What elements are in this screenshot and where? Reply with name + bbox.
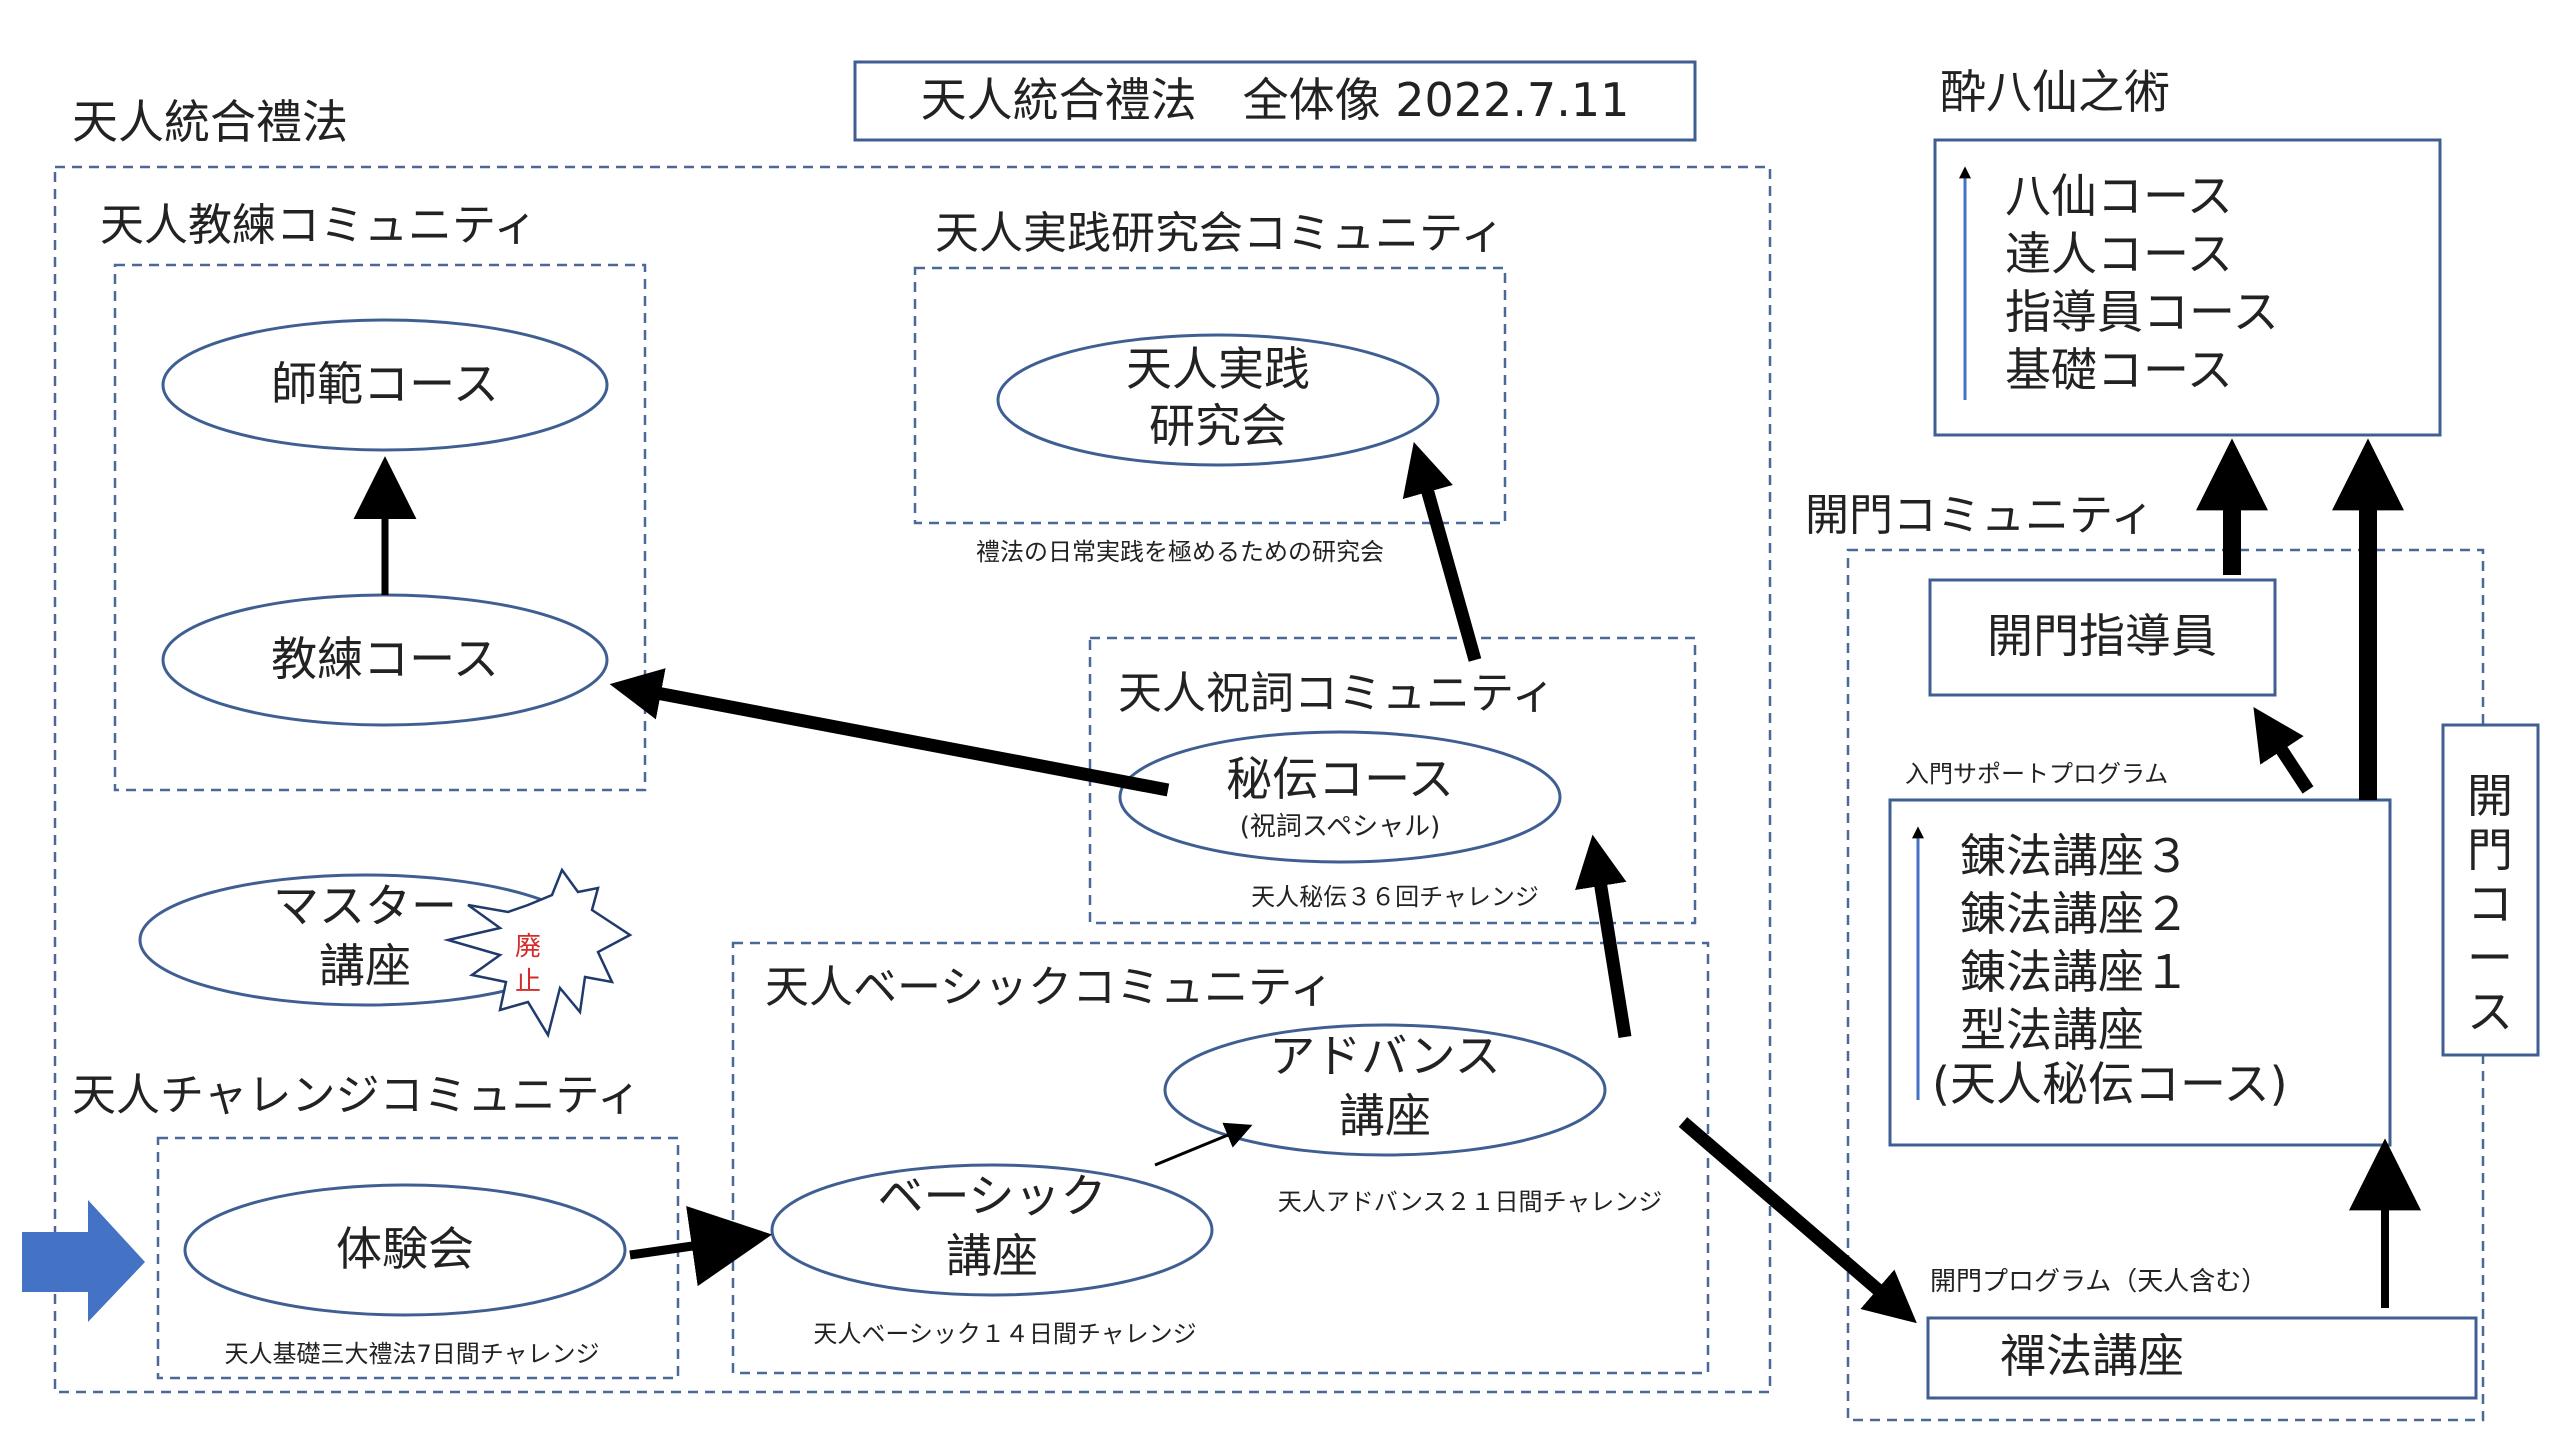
kaimon-instructor-label: 開門指導員 — [1987, 609, 2217, 663]
advance-to-zenpo-arrow — [1678, 1117, 1917, 1324]
advance-to-hiden-arrow — [1575, 834, 1632, 1039]
hiden-course-node — [1118, 730, 1562, 864]
suihassen-label: 酔八仙之術 — [1940, 65, 2170, 119]
renpo-item-3: 錬法講座１ — [1960, 945, 2190, 999]
basic-community-frame — [731, 941, 1710, 1375]
kaimon-course-side-box — [2441, 723, 2540, 1057]
jissen-community-label: 天人実践研究会コミュニティ — [935, 208, 1504, 259]
tenjin-group-frame — [53, 165, 1772, 1394]
advance-course-line2: 講座 — [1339, 1089, 1431, 1143]
renpo-box — [1888, 798, 2392, 1147]
renpo-item-1: 錬法講座３ — [1960, 829, 2190, 883]
suihassen-course-4: 基礎コース — [2005, 343, 2233, 397]
basic-community-label: 天人ベーシックコミュニティ — [765, 962, 1333, 1013]
zenpo-box — [1926, 1316, 2478, 1400]
jissen-community-frame — [913, 266, 1507, 525]
basic-caption: 天人ベーシック１４日間チャレンジ — [813, 1320, 1196, 1348]
side-char-2: 門 — [2467, 823, 2513, 877]
advance-course-node — [1163, 1023, 1607, 1157]
abolished-burst-icon — [443, 867, 633, 1039]
master-course-line2: 講座 — [319, 939, 411, 993]
renpo-item-2: 錬法講座２ — [1960, 887, 2190, 941]
kaimon-community-frame — [1846, 548, 2485, 1422]
basic-course-line2: 講座 — [946, 1229, 1038, 1283]
advance-caption: 天人アドバンス２１日間チャレンジ — [1278, 1188, 1662, 1216]
challenge-caption: 天人基礎三大禮法7日間チャレンジ — [224, 1340, 599, 1368]
hiden-course-label: 秘伝コース — [1226, 752, 1454, 806]
taikenkai-to-basic-arrow — [629, 1205, 773, 1287]
suihassen-course-3: 指導員コース — [2005, 285, 2279, 339]
renpo-to-instructor-arrow — [2253, 706, 2314, 794]
side-char-5: ス — [2467, 985, 2513, 1039]
jissen-node — [996, 333, 1440, 467]
kyoren-community-label: 天人教練コミュニティ — [100, 200, 537, 251]
side-char-4: ー — [2467, 931, 2513, 985]
renpo-item-5: (天人秘伝コース) — [1932, 1057, 2288, 1111]
shihan-course-node — [161, 318, 609, 452]
taikenkai-node — [183, 1183, 627, 1317]
norito-caption: 天人秘伝３６回チャレンジ — [1251, 883, 1539, 911]
taikenkai-label: 体験会 — [336, 1222, 474, 1276]
norito-community-label: 天人祝詞コミュニティ — [1118, 668, 1555, 719]
diagram-title: 天人統合禮法 全体像 2022.7.11 — [921, 73, 1630, 127]
master-course-line1: マスター — [273, 879, 457, 933]
jissen-node-line1: 天人実践 — [1126, 342, 1310, 396]
kyoren-community-frame — [113, 263, 647, 792]
abolished-stamp-line1: 廃 — [515, 932, 541, 962]
zenpo-label: 禪法講座 — [2000, 1329, 2184, 1383]
basic-to-advance-arrow — [1154, 1122, 1253, 1167]
suihassen-course-1: 八仙コース — [2005, 169, 2233, 223]
title-box — [853, 60, 1697, 142]
suihassen-box — [1933, 138, 2442, 437]
side-char-1: 開 — [2467, 769, 2513, 823]
hiden-to-kyoren-arrow — [609, 668, 1170, 797]
hiden-course-sub: (祝詞スペシャル) — [1240, 812, 1440, 842]
entry-arrow-icon — [22, 1200, 145, 1322]
advance-course-line1: アドバンス — [1269, 1029, 1500, 1083]
challenge-community-frame — [156, 1136, 680, 1380]
kaimon-instructor-box — [1928, 578, 2277, 697]
jissen-node-line2: 研究会 — [1149, 399, 1287, 453]
suihassen-course-2: 達人コース — [2005, 227, 2233, 281]
shihan-course-label: 師範コース — [271, 357, 499, 411]
kaimon-community-label: 開門コミュニティ — [1805, 490, 2154, 541]
renpo-item-4: 型法講座 — [1960, 1003, 2144, 1057]
support-program-label: 入門サポートプログラム — [1905, 760, 2168, 788]
group-label: 天人統合禮法 — [72, 95, 348, 149]
kaimon-program-label: 開門プログラム（天人含む） — [1930, 1267, 2267, 1297]
abolished-stamp-line2: 止 — [515, 967, 541, 997]
challenge-community-label: 天人チャレンジコミュニティ — [72, 1070, 641, 1121]
side-char-3: コ — [2467, 877, 2513, 931]
kyoren-course-label: 教練コース — [271, 632, 499, 686]
basic-course-line1: ベーシック — [877, 1169, 1106, 1223]
hiden-to-jissen-arrow — [1402, 441, 1482, 662]
jissen-caption: 禮法の日常実践を極めるための研究会 — [976, 538, 1384, 566]
